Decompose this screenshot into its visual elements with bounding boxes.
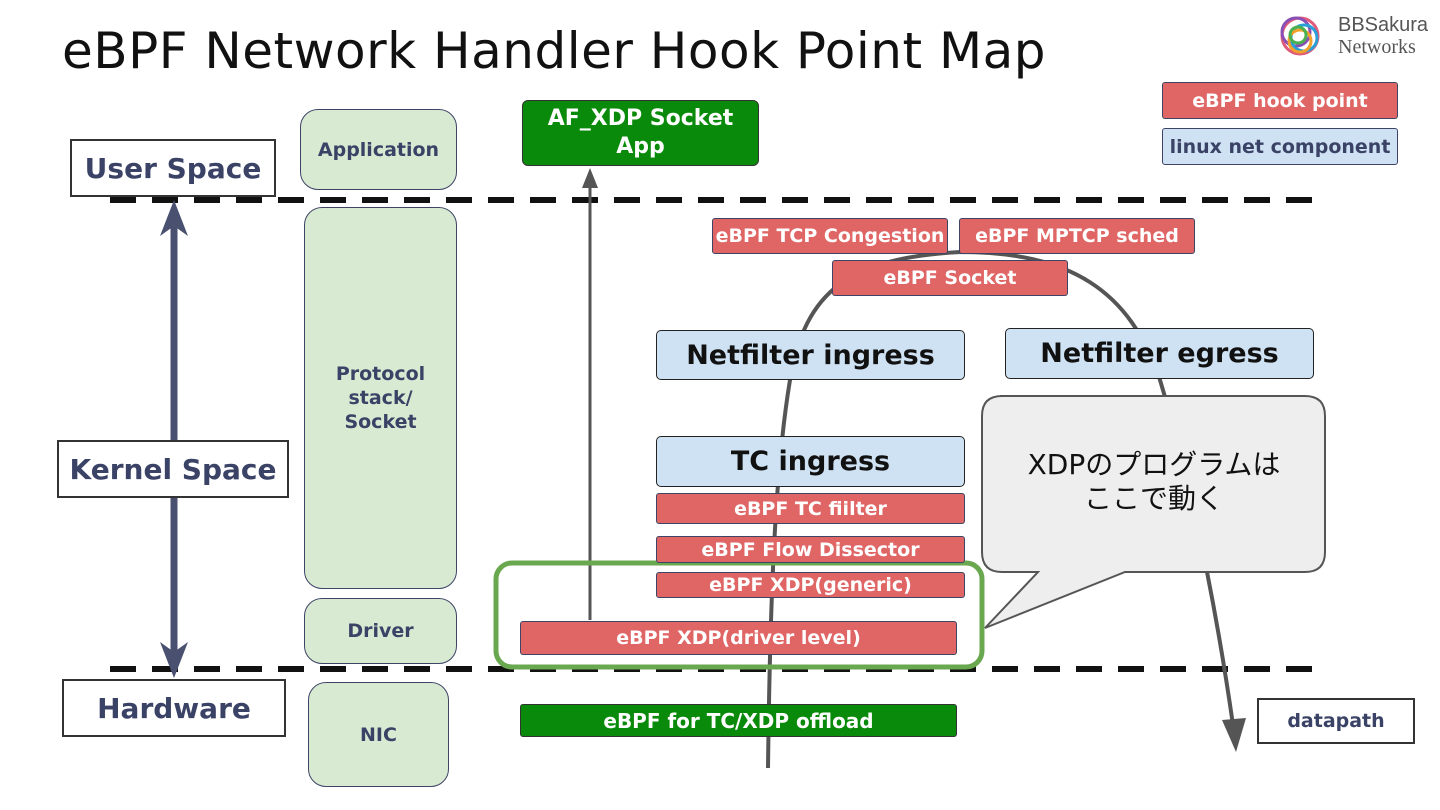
logo-text-line2: Networks <box>1338 36 1416 58</box>
page-title: eBPF Network Handler Hook Point Map <box>62 22 1046 80</box>
hook-mptcp-sched: eBPF MPTCP sched <box>959 218 1195 254</box>
netfilter-egress: Netfilter egress <box>1005 328 1314 379</box>
netfilter-ingress: Netfilter ingress <box>656 330 965 380</box>
af-xdp-socket-app: AF_XDP Socket App <box>522 100 759 166</box>
layer-application: Application <box>300 109 457 190</box>
hook-tc-filter: eBPF TC fiilter <box>656 493 965 524</box>
datapath-arrowhead <box>1222 718 1246 752</box>
bubble-text: XDPのプログラムは ここで動く <box>990 448 1318 516</box>
kernel-space-label: Kernel Space <box>57 440 289 498</box>
speech-bubble <box>981 395 1326 629</box>
logo-icon <box>1280 16 1320 56</box>
af-xdp-line2: App <box>616 134 665 159</box>
hook-tcp-congestion: eBPF TCP Congestion <box>712 218 948 254</box>
user-space-label: User Space <box>70 139 276 197</box>
hook-xdp-generic: eBPF XDP(generic) <box>656 572 965 598</box>
legend-hook-point: eBPF hook point <box>1162 82 1398 119</box>
af-xdp-arrowhead <box>582 168 598 188</box>
hardware-label: Hardware <box>62 679 286 737</box>
space-axis-arrow-up <box>160 200 188 236</box>
layer-nic: NIC <box>308 682 449 787</box>
offload-box: eBPF for TC/XDP offload <box>520 704 957 737</box>
hook-xdp-driver: eBPF XDP(driver level) <box>520 621 957 655</box>
bubble-line2: ここで動く <box>1083 482 1224 515</box>
hook-flow-dissector: eBPF Flow Dissector <box>656 536 965 563</box>
space-axis-arrow-down <box>160 642 188 678</box>
tc-ingress: TC ingress <box>656 436 965 487</box>
legend-net-component: linux net component <box>1162 128 1398 165</box>
logo-text-line1: BBSakura <box>1338 14 1429 36</box>
logo: BBSakura Networks <box>1272 8 1432 66</box>
protocol-line1: Protocol <box>335 363 426 385</box>
layer-protocol-stack: Protocol stack/ Socket <box>304 207 457 589</box>
bubble-line1: XDPのプログラムは <box>1027 448 1281 481</box>
protocol-line3: Socket <box>344 411 417 433</box>
protocol-line2: stack/ <box>348 387 413 409</box>
hook-socket: eBPF Socket <box>832 260 1068 296</box>
datapath-label: datapath <box>1257 698 1415 744</box>
xdp-highlight <box>493 560 985 670</box>
layer-driver: Driver <box>304 598 457 664</box>
af-xdp-line1: AF_XDP Socket <box>547 106 734 131</box>
